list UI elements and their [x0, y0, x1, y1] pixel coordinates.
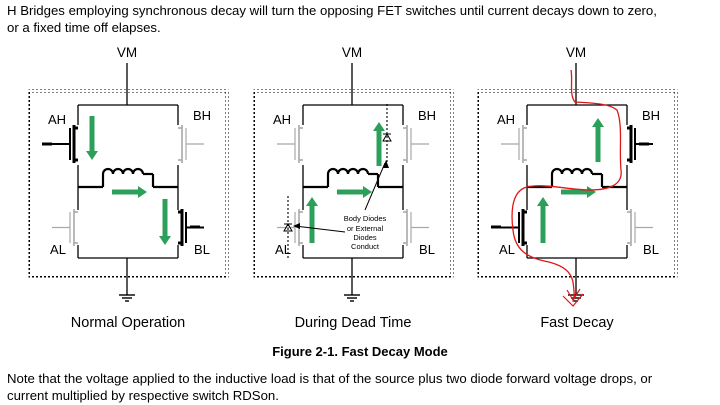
panel-caption: Fast Decay	[540, 315, 614, 331]
current-arrow-load-head	[587, 186, 596, 198]
fet-al	[52, 209, 78, 246]
panel-frame	[477, 89, 678, 278]
label-al: AL	[499, 242, 515, 257]
callout-line-1: Body Diodes	[344, 214, 387, 223]
intro-paragraph: H Bridges employing synchronous decay wi…	[7, 2, 657, 36]
callout-line-3: Diodes	[353, 233, 377, 242]
ground-symbol	[119, 294, 135, 302]
fet-bh	[627, 125, 653, 163]
al-diode-triangle	[283, 222, 293, 232]
bridge-panel-1: VM AH BH AL BL Normal Operation	[28, 45, 229, 331]
fet-bl	[403, 209, 429, 246]
fet-bh	[403, 125, 429, 163]
current-arrow-al-head	[537, 197, 549, 206]
fet-ah	[501, 125, 527, 163]
callout-pointer-left-head	[293, 223, 300, 229]
current-arrow-load-head	[138, 186, 147, 198]
vm-label: VM	[117, 45, 137, 60]
callout-line-4: Conduct	[351, 242, 380, 251]
label-ah: AH	[48, 112, 66, 127]
label-al: AL	[275, 242, 291, 257]
intro-line-1: H Bridges employing synchronous decay wi…	[7, 3, 657, 18]
vm-label: VM	[342, 45, 362, 60]
fet-al	[501, 209, 527, 246]
label-bl: BL	[194, 242, 210, 257]
label-bh: BH	[193, 108, 211, 123]
label-al: AL	[50, 242, 66, 257]
note-paragraph: Note that the voltage applied to the ind…	[7, 370, 652, 404]
inductor-coil	[101, 167, 145, 175]
current-arrow-ah-head	[86, 151, 98, 160]
panel-caption: Normal Operation	[71, 315, 185, 331]
callout-line-2: or External	[347, 224, 384, 233]
hand-drawn-ground-arrow	[562, 288, 584, 307]
figure-caption: Figure 2-1. Fast Decay Mode	[272, 344, 448, 359]
note-line-1: Note that the voltage applied to the ind…	[7, 371, 653, 386]
inductor-coil	[550, 167, 594, 175]
load-inductor	[326, 167, 370, 175]
callout-pointer-right-head	[383, 160, 389, 168]
vm-label: VM	[566, 45, 586, 60]
current-arrow-load-head	[363, 186, 372, 198]
fet-bh	[178, 125, 204, 163]
load-inductor	[101, 167, 145, 175]
current-arrow-bl-head	[159, 236, 171, 245]
label-ah: AH	[273, 112, 291, 127]
fet-ah	[277, 125, 303, 163]
bridge-panel-2: VM AH BH AL BL During Dead Time Body Diodesor …	[253, 45, 454, 331]
bridge-panel-3: VM AH BH AL BL Fast Decay	[477, 45, 678, 331]
fet-ah	[52, 125, 78, 163]
panel-caption: During Dead Time	[295, 315, 412, 331]
panel-frame	[253, 89, 454, 278]
label-ah: AH	[497, 112, 515, 127]
note-line-2: current multiplied by respective switch …	[7, 388, 279, 403]
label-bl: BL	[643, 242, 659, 257]
fet-bl	[627, 209, 653, 246]
ground-symbol	[344, 294, 360, 302]
inductor-coil	[326, 167, 370, 175]
bh-diode-triangle	[382, 132, 392, 142]
callout-pointer-left	[294, 225, 346, 233]
label-bh: BH	[418, 108, 436, 123]
label-bl: BL	[419, 242, 435, 257]
label-bh: BH	[642, 108, 660, 123]
callout-pointer-right	[364, 162, 386, 211]
current-arrow-bh-head	[592, 118, 604, 127]
intro-line-2: or a fixed time off elapses.	[7, 20, 161, 35]
current-arrow-al-diode-head	[306, 197, 318, 206]
current-arrow-bh-diode-head	[373, 122, 385, 131]
hand-drawn-current-path	[511, 69, 622, 303]
panel-frame	[28, 89, 229, 278]
load-inductor	[550, 167, 594, 175]
